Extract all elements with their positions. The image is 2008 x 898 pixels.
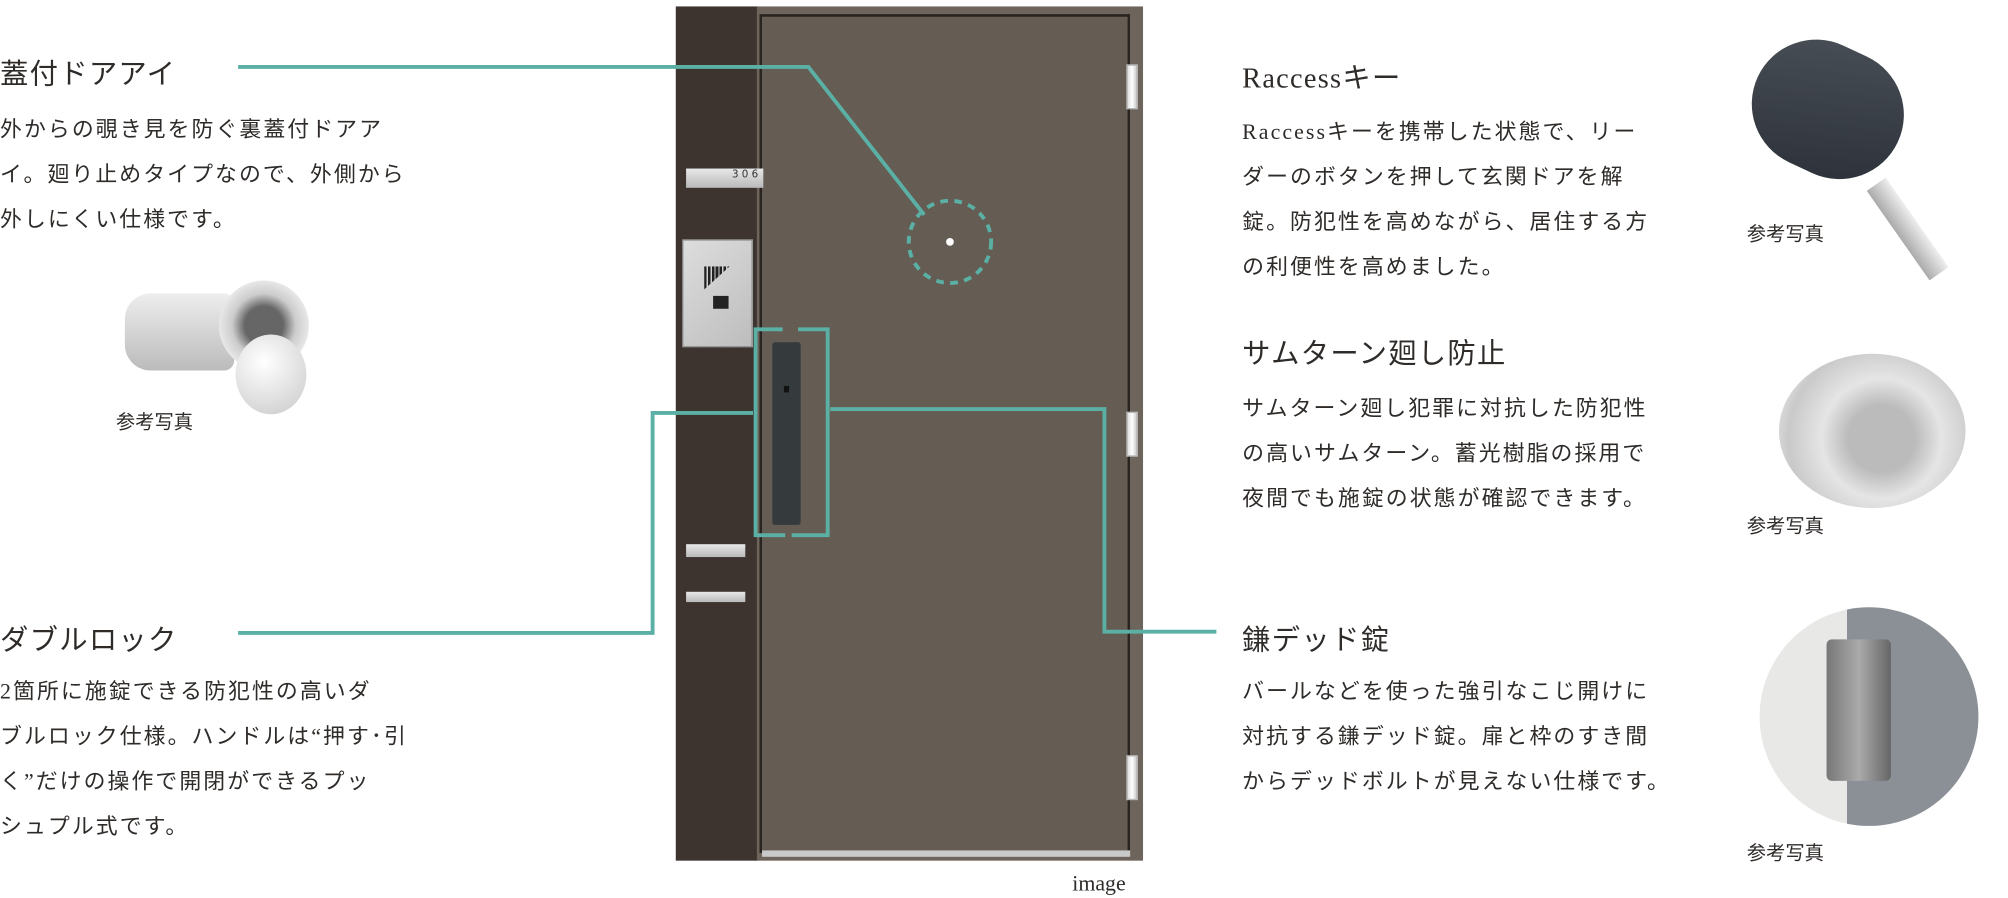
raccess-key-title: Raccessキー bbox=[1242, 61, 1402, 94]
thumbturn-title: サムターン廻し防止 bbox=[1242, 337, 1507, 370]
text-line: バールなどを使った強引なこじ開けに bbox=[1242, 679, 1650, 704]
peephole-icon bbox=[946, 238, 954, 246]
hinge bbox=[1126, 64, 1138, 110]
door-sill bbox=[762, 850, 1131, 857]
callout-line-door-viewer bbox=[238, 64, 926, 217]
deadbolt-description: バールなどを使った強引なこじ開けに 対抗する鎌デッド錠。扉と枠のすき間 からデッ… bbox=[1242, 669, 1671, 804]
push-pull-handle[interactable] bbox=[772, 342, 801, 525]
thumbturn-photo bbox=[1778, 353, 1966, 509]
raccess-key-description: Raccessキーを携帯した状態で、リー ダーのボタンを押して玄関ドアを解 錠。… bbox=[1242, 109, 1649, 289]
text-line: シュプル式です。 bbox=[0, 814, 190, 839]
text-line: 外からの覗き見を防ぐ裏蓋付ドアア bbox=[0, 117, 384, 142]
door-side-panel bbox=[675, 6, 759, 861]
text-line: 夜間でも施錠の状態が確認できます。 bbox=[1242, 486, 1647, 511]
mail-slot bbox=[686, 591, 746, 603]
hinge bbox=[1126, 755, 1138, 801]
text-line: 錠。防犯性を高めながら、居住する方 bbox=[1242, 209, 1650, 235]
text-line: 外しにくい仕様です。 bbox=[0, 207, 237, 232]
mail-slot bbox=[686, 544, 746, 558]
door-viewer-marker bbox=[906, 198, 994, 285]
text-line: からデッドボルトが見えない仕様です。 bbox=[1242, 769, 1671, 794]
text-line: く”だけの操作で開閉ができるプッ bbox=[0, 769, 371, 794]
double-lock-title: ダブルロック bbox=[0, 623, 178, 657]
double-lock-description: 2箇所に施錠できる防犯性の高いダ ブルロック仕様。ハンドルは“押す･引 く”だけ… bbox=[0, 669, 408, 849]
deadbolt-photo bbox=[1759, 607, 1979, 826]
door-viewer-description: 外からの覗き見を防ぐ裏蓋付ドアア イ。廻り止めタイプなので、外側から 外しにくい… bbox=[0, 107, 406, 242]
text-line: ダーのボタンを押して玄関ドアを解 bbox=[1242, 164, 1625, 190]
callout-line-double-lock bbox=[238, 411, 754, 635]
raccess-key-caption: 参考写真 bbox=[1746, 225, 1824, 246]
deadbolt-caption: 参考写真 bbox=[1746, 843, 1824, 865]
deadbolt-title: 鎌デッド錠 bbox=[1242, 623, 1391, 657]
handle-bracket-left bbox=[753, 327, 786, 538]
hinge bbox=[1126, 411, 1138, 457]
intercom-button[interactable] bbox=[713, 295, 729, 309]
text-line: 対抗する鎌デッド錠。扉と枠のすき間 bbox=[1242, 724, 1650, 749]
text-line: ブルロック仕様。ハンドルは“押す･引 bbox=[0, 724, 408, 749]
intercom-panel[interactable] bbox=[682, 239, 754, 348]
room-number-plate: 3 0 6 bbox=[686, 168, 764, 188]
callout-line-deadbolt bbox=[830, 407, 1217, 634]
thumbturn-caption: 参考写真 bbox=[1746, 517, 1824, 538]
thumbturn-description: サムターン廻し犯罪に対抗した防犯性 の高いサムターン。蓄光樹脂の採用で 夜間でも… bbox=[1242, 386, 1647, 521]
text-line: Raccessキーを携帯した状態で、リー bbox=[1242, 119, 1638, 145]
door-leaf bbox=[759, 14, 1131, 853]
text-line: の利便性を高めました。 bbox=[1242, 254, 1506, 280]
door-viewer-title: 蓋付ドアアイ bbox=[0, 57, 177, 91]
text-line: 2箇所に施錠できる防犯性の高いダ bbox=[0, 679, 372, 704]
key-cylinder-icon bbox=[783, 385, 790, 393]
door-viewer-caption: 参考写真 bbox=[115, 412, 194, 434]
text-line: サムターン廻し犯罪に対抗した防犯性 bbox=[1242, 396, 1648, 421]
handle-bracket-right bbox=[791, 327, 830, 538]
image-label: image bbox=[1072, 870, 1126, 896]
text-line: の高いサムターン。蓄光樹脂の採用で bbox=[1242, 441, 1647, 466]
door-viewer-photo bbox=[122, 280, 334, 460]
text-line: イ。廻り止めタイプなので、外側から bbox=[0, 162, 406, 187]
